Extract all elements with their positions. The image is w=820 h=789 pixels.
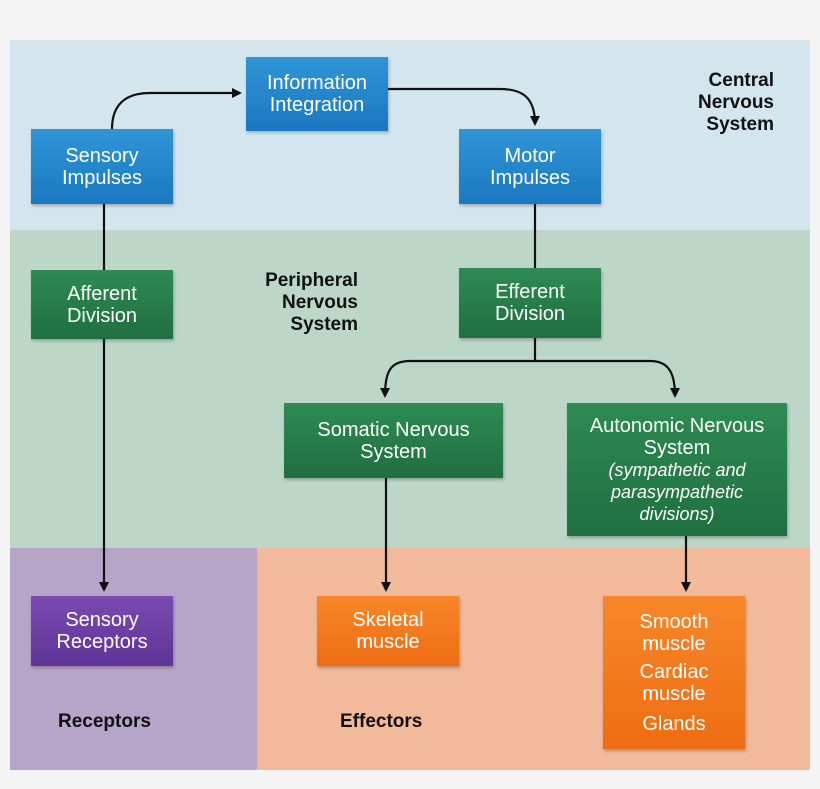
afferent-division-line2: Division [66,304,138,327]
arrow-integration-to-motor [388,87,540,126]
sensory-receptors-line2: Receptors [56,631,148,653]
skeletal-muscle-line1: Skeletal [352,609,424,631]
pns-label-line3: System [290,314,358,335]
receptors-label: Receptors [58,711,151,732]
autonomic-ns-line1: Autonomic Nervous [589,414,765,437]
smooth-muscle-line2: muscle [642,632,706,655]
cns-label: Central Nervous System [698,70,774,136]
cardiac-muscle-line2: muscle [642,682,706,705]
somatic-ns-line1: Somatic Nervous [317,418,470,441]
skeletal-muscle-line2: muscle [356,631,420,653]
information-integration-line1: Information [266,72,368,94]
efferent-division-line1: Efferent [495,281,565,303]
sensory-receptors-line1: Sensory [65,609,139,631]
somatic-nervous-system-box: Somatic Nervous System [284,403,503,478]
information-integration-line2: Integration [269,94,365,116]
pns-label-line1: Peripheral [265,270,358,291]
visceral-effectors-box: Smooth muscle Cardiac muscle Glands [603,596,745,749]
arrow-efferent-to-autonomic [535,359,680,398]
cardiac-muscle-line1: Cardiac [639,660,709,683]
cns-label-line3: System [706,114,774,135]
afferent-division-line1: Afferent [67,282,137,305]
cns-label-line1: Central [708,70,774,91]
autonomic-ns-line2: System [643,436,711,459]
arrow-efferent-to-somatic [380,359,535,398]
glands-label: Glands [642,712,706,735]
sensory-receptors-box: Sensory Receptors [31,596,173,666]
information-integration-box: Information Integration [246,57,388,131]
somatic-ns-line2: System [360,440,427,463]
sensory-impulses-line2: Impulses [61,166,143,189]
efferent-division-box: Efferent Division [459,268,601,338]
motor-impulses-box: Motor Impulses [459,129,601,204]
autonomic-nervous-system-box: Autonomic Nervous System (sympathetic an… [567,403,787,536]
arrow-sensory-to-integration [110,88,242,130]
sensory-impulses-box: Sensory Impulses [31,129,173,204]
autonomic-ns-note3: divisions) [639,503,715,524]
motor-impulses-line2: Impulses [489,166,571,189]
smooth-muscle-line1: Smooth [639,610,709,633]
efferent-division-line2: Division [494,303,566,325]
pns-label-line2: Nervous [281,292,358,313]
effectors-label: Effectors [340,711,423,732]
autonomic-ns-note1: (sympathetic and [608,459,746,480]
sensory-impulses-line1: Sensory [65,144,139,167]
autonomic-ns-note2: parasympathetic [610,481,744,502]
afferent-division-box: Afferent Division [31,270,173,339]
pns-label: Peripheral Nervous System [240,270,358,336]
skeletal-muscle-box: Skeletal muscle [317,596,459,666]
motor-impulses-line1: Motor [504,144,556,167]
cns-label-line2: Nervous [697,92,774,113]
